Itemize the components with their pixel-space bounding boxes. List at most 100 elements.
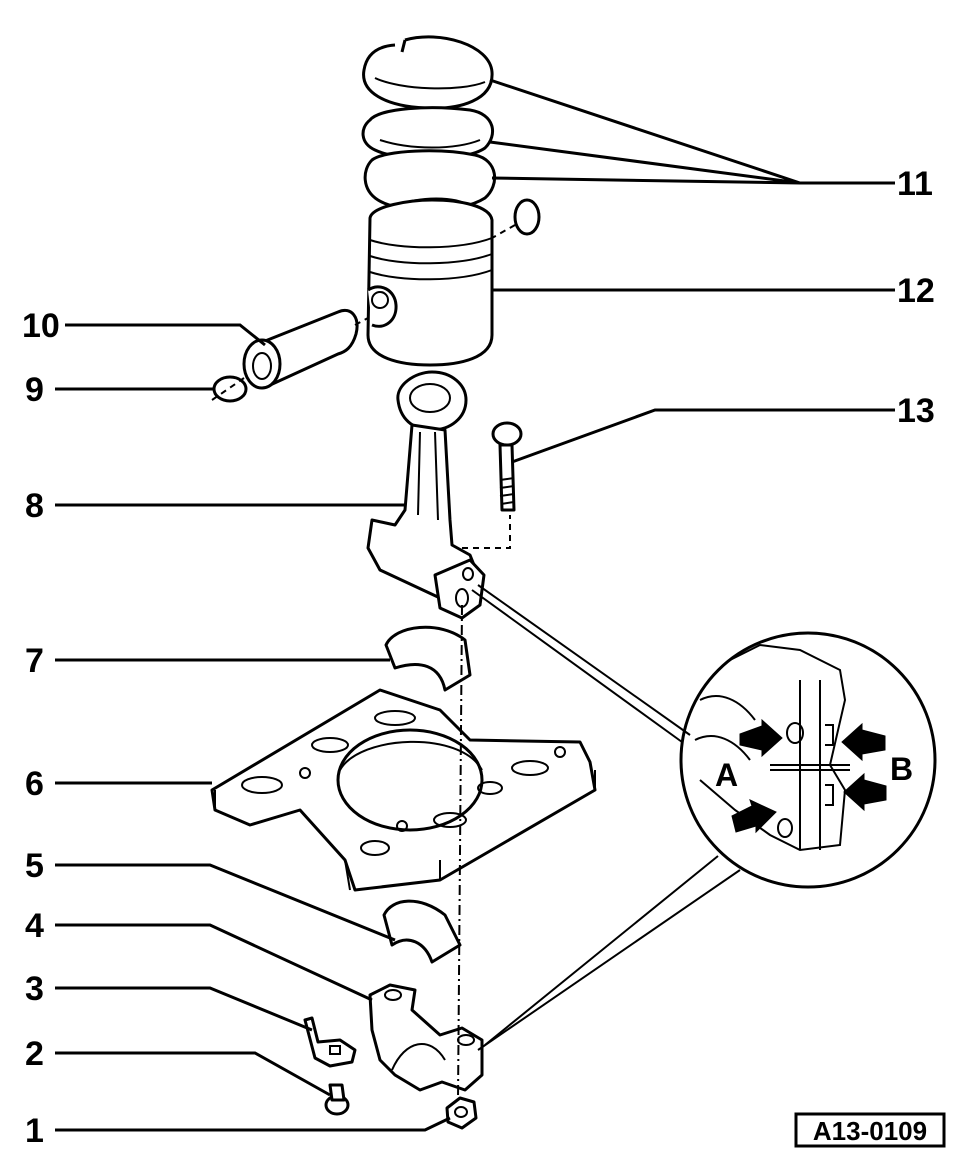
retaining-clip-hole <box>329 1045 341 1055</box>
reference-code-box: A13-0109 <box>794 1112 946 1148</box>
rod-bolt-thread <box>499 477 515 505</box>
nut <box>445 1096 478 1130</box>
main-cap-hole <box>384 989 402 1001</box>
detail-notch-lower <box>825 784 834 806</box>
rod-bolt <box>491 421 523 512</box>
detail-split-line <box>770 764 850 771</box>
detail-bolt-hole-upper <box>786 722 804 744</box>
arrow-a-lower-icon <box>731 799 777 834</box>
piston-ring-top <box>362 35 494 110</box>
reference-code: A13-0109 <box>813 1116 927 1146</box>
callout-7: 7 <box>25 642 44 680</box>
detail-edge-1 <box>799 680 821 850</box>
frame-hole-3 <box>554 746 566 758</box>
rod-shank-web <box>417 431 439 521</box>
piston-groove-2 <box>369 253 493 265</box>
retaining-clip <box>303 1016 357 1068</box>
callout-11: 11 <box>897 165 933 203</box>
circlip-right-guide <box>491 224 516 239</box>
bearing-frame <box>210 688 597 892</box>
detail-notch-upper <box>825 724 834 746</box>
detail-label-a: A <box>715 757 738 793</box>
bearing-frame-bore <box>336 728 484 832</box>
leader-13 <box>511 408 895 464</box>
leader-lines <box>55 78 895 1132</box>
rod-bolt-guide <box>462 515 511 549</box>
frame-slot-3 <box>241 776 283 794</box>
detail-leader-upper <box>477 584 691 736</box>
callout-13: 13 <box>897 392 935 430</box>
detail-leader-upper-2 <box>471 589 683 743</box>
frame-slot-1 <box>374 710 416 726</box>
piston-body <box>366 198 494 367</box>
callout-4: 4 <box>25 907 44 945</box>
small-bolt-shank <box>328 1083 346 1102</box>
callout-12: 12 <box>897 272 935 310</box>
callout-8: 8 <box>25 487 44 525</box>
leader-5 <box>55 863 396 942</box>
leader-11 <box>489 78 895 185</box>
detail-label-b: B <box>890 751 913 787</box>
detail-shading <box>694 695 756 761</box>
piston-pin-boss <box>367 285 398 328</box>
frame-slot-2 <box>311 737 349 753</box>
callout-5: 5 <box>25 847 44 885</box>
callout-labels: 11 12 13 10 9 8 7 6 5 4 3 2 1 <box>22 165 935 1150</box>
piston-groove-3 <box>369 269 493 281</box>
bearing-shell-lower <box>382 899 462 964</box>
detail-leader-lower-2 <box>477 869 741 1051</box>
connecting-rod <box>366 370 511 620</box>
piston <box>366 198 494 367</box>
piston-pin <box>242 309 369 390</box>
piston-pin-hole <box>371 291 389 309</box>
bearing-shell-upper <box>384 625 472 692</box>
reference-code-frame <box>794 1112 946 1148</box>
circlip-right <box>513 198 541 236</box>
piston-groove-1 <box>369 237 493 249</box>
main-cap-body <box>368 983 484 1092</box>
arrow-b-lower-icon <box>843 772 887 812</box>
callout-6: 6 <box>25 765 44 803</box>
frame-slot-5 <box>477 781 503 795</box>
callout-1: 1 <box>25 1112 44 1150</box>
detail-leader-lower <box>484 855 719 1046</box>
piston-ring-bottom <box>363 149 497 212</box>
nut-body <box>445 1096 478 1130</box>
frame-slot-7 <box>360 840 390 856</box>
piston-ring-top-groove <box>374 77 486 90</box>
piston-pin-bore <box>252 352 272 380</box>
arrow-a-upper-icon <box>739 718 783 758</box>
frame-hole-1 <box>299 767 311 779</box>
piston-rings <box>361 35 497 212</box>
piston-pin-end <box>242 338 282 390</box>
bearing-frame-bore-rim <box>339 740 483 771</box>
callout-2: 2 <box>25 1035 44 1073</box>
assembly-axis-line <box>457 604 463 1101</box>
rod-bolt-hole-2 <box>462 567 474 581</box>
rod-small-end-bore <box>409 383 451 413</box>
arrow-b-upper-icon <box>841 722 886 762</box>
leader-2 <box>55 1051 331 1097</box>
leader-1 <box>55 1116 451 1132</box>
leader-4 <box>55 923 373 1002</box>
small-bolt <box>324 1083 350 1116</box>
leader-10 <box>65 323 266 347</box>
piston-pin-guide <box>354 317 369 326</box>
rod-bolt-head <box>491 421 523 447</box>
frame-slot-6 <box>433 812 467 828</box>
detail-bolt-hole-lower <box>777 818 793 838</box>
main-bearing-cap <box>368 983 484 1092</box>
rod-small-end <box>396 370 468 432</box>
callout-9: 9 <box>25 371 44 409</box>
nut-bore <box>454 1106 468 1118</box>
callout-3: 3 <box>25 970 44 1008</box>
leader-3 <box>55 986 313 1032</box>
main-cap-curve <box>391 1043 446 1071</box>
detail-rod-body <box>699 643 847 852</box>
frame-hole-2 <box>396 820 408 832</box>
piston-ring-middle-groove <box>379 139 481 149</box>
frame-slot-4 <box>511 760 549 776</box>
bearing-frame-edge <box>214 770 596 891</box>
